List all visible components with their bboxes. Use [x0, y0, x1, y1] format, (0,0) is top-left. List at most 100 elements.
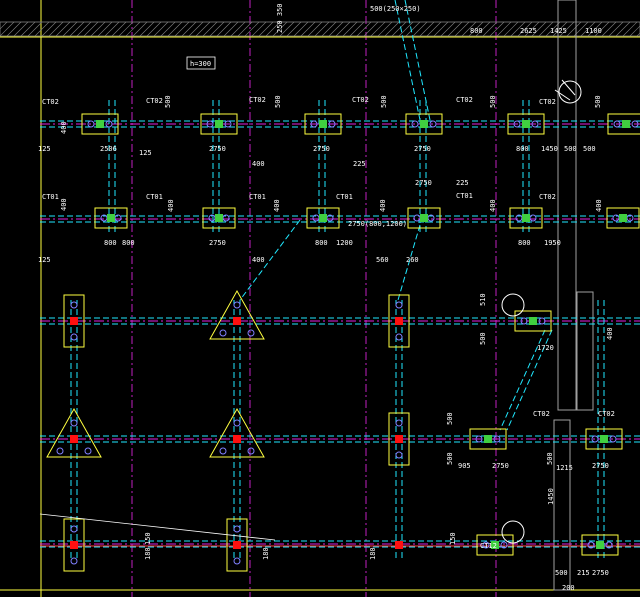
pile [395, 301, 403, 309]
vertical-dim-label: 500 [479, 332, 487, 345]
pile [310, 120, 318, 128]
beam-line [499, 329, 546, 431]
row2-top-dim-label: 2750(800,1200) [348, 220, 407, 228]
pile-cap [81, 113, 119, 135]
vertical-dim-label: 510 [479, 293, 487, 306]
pile-cap [306, 207, 340, 229]
vertical-dim-label: 400 [489, 199, 497, 212]
pile [84, 447, 92, 455]
row1-dim-label: 800 [516, 145, 529, 153]
pile-cap [388, 412, 410, 466]
pile-cap [507, 113, 545, 135]
bottom-mark-label: 200 [562, 584, 575, 592]
pile-cap [200, 113, 238, 135]
pile-tag-label: CT02 [539, 193, 556, 201]
pile [56, 447, 64, 455]
pile-cap [209, 407, 265, 458]
pile-cap [405, 113, 443, 135]
column [420, 214, 428, 222]
pile-tag-label: CT01 [249, 193, 266, 201]
beam-line [239, 219, 301, 301]
vertical-dim-label: 400 [60, 121, 68, 134]
column [619, 214, 627, 222]
leader-line [39, 513, 276, 541]
pile [587, 541, 595, 549]
hatch-band [0, 21, 640, 37]
pile [233, 557, 241, 565]
pile-cap [63, 518, 85, 572]
pile-tag-label: CT02 [146, 97, 163, 105]
row1-dim-label: 2750 [414, 145, 431, 153]
pile [413, 214, 421, 222]
column [233, 435, 241, 443]
row2-dim-label: 800 [315, 239, 328, 247]
column [395, 317, 403, 325]
pile [605, 541, 613, 549]
column [491, 541, 499, 549]
column [622, 120, 630, 128]
row1-dim-label: 1450 [541, 145, 558, 153]
column [484, 435, 492, 443]
pile-cap [304, 113, 342, 135]
bottom-mark-label: 150 [449, 532, 457, 545]
column [70, 435, 78, 443]
column [600, 435, 608, 443]
pile [529, 214, 537, 222]
pile-tag-label: CT02 [598, 410, 615, 418]
pile [493, 435, 501, 443]
pile-cap [94, 207, 128, 229]
floor-height-note: h=300 [190, 60, 211, 68]
pile [538, 317, 546, 325]
pile [219, 447, 227, 455]
right-block-dim-label: 1720 [537, 344, 554, 352]
column [395, 435, 403, 443]
row2-dim-label: 800 [122, 239, 135, 247]
pile-tag-label: CT02 [249, 96, 266, 104]
bottom-mark-label: 150 [144, 532, 152, 545]
pile [247, 329, 255, 337]
row2-dim-label: 1950 [544, 239, 561, 247]
row1-small-dim-label: 125 [139, 149, 152, 157]
vertical-dim-label: 500 [274, 95, 282, 108]
pile [206, 120, 214, 128]
row2-small-dim-label: 260 [406, 256, 419, 264]
pile-tag-label: CT02 [539, 98, 556, 106]
pile [70, 525, 78, 533]
beam-line [394, 0, 421, 121]
header-dim-label: 1100 [585, 27, 602, 35]
pile-cap [388, 294, 410, 348]
right-block-dim-label: 1215 [556, 464, 573, 472]
pile [224, 120, 232, 128]
row1-dim-label: 2506 [100, 145, 117, 153]
right-block-dim-label: 2750 [592, 569, 609, 577]
column [96, 120, 104, 128]
column [70, 317, 78, 325]
pile [70, 419, 78, 427]
pile [233, 525, 241, 533]
pile-cap [607, 113, 640, 135]
pile-cap [202, 207, 236, 229]
row1-dim-label: 2750 [209, 145, 226, 153]
row1-small-dim-label: 400 [252, 160, 265, 168]
pile [70, 301, 78, 309]
axis-grid [131, 0, 497, 597]
row1-dim-label: 500 [564, 145, 577, 153]
beam-line [404, 0, 431, 121]
pile [328, 120, 336, 128]
pile-tag-label: CT01 [456, 192, 473, 200]
bottom-mark-label: 180 [262, 547, 270, 560]
vertical-dim-label: 500 [446, 412, 454, 425]
pile-cap [63, 294, 85, 348]
vertical-dim-label: 400 [606, 327, 614, 340]
pile [247, 447, 255, 455]
header-dim-label: 800 [470, 27, 483, 35]
vertical-dim-label: 400 [273, 199, 281, 212]
pile-tag-label: CT01 [336, 193, 353, 201]
pile-cap [585, 428, 623, 450]
vertical-dim-label: 500 [594, 95, 602, 108]
pile [105, 120, 113, 128]
pile-tag-label: CT01 [146, 193, 163, 201]
floor-note-frame [186, 56, 216, 70]
